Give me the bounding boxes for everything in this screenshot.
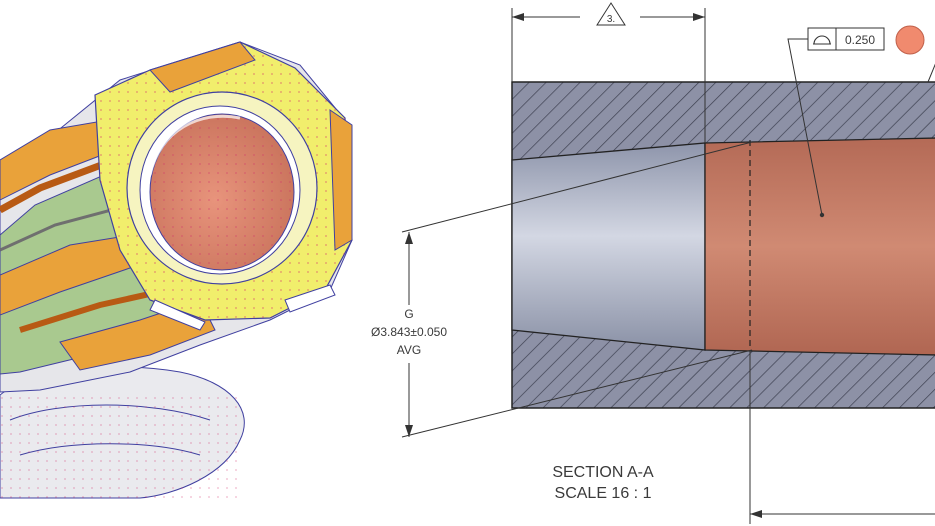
datum-triangle	[596, 2, 626, 26]
section-label: SECTION A-A	[552, 464, 654, 481]
dimension-letter: G	[404, 307, 413, 321]
section-view: 3. 0.250	[511, 2, 935, 524]
dimension-qualifier: AVG	[397, 343, 421, 357]
profile-tolerance-frame: 0.250	[807, 27, 885, 51]
callout-marker	[895, 25, 925, 55]
dimension-value-line: Ø3.843±0.050	[371, 325, 447, 339]
diameter-dimension: G Ø3.843±0.050 AVG	[362, 141, 753, 438]
profile-surface-icon	[813, 35, 831, 45]
profile-tolerance-value: 0.250	[845, 33, 875, 47]
scale-label: SCALE 16 : 1	[555, 485, 652, 502]
tapered-bore	[511, 142, 706, 351]
tolerance-leader	[787, 38, 823, 216]
highlighted-bore	[704, 137, 935, 356]
datum-marker-label: 3.	[607, 14, 615, 25]
dimension-value: 3.843±0.050	[380, 325, 447, 339]
part-3d-view	[0, 41, 353, 499]
diameter-symbol: Ø	[371, 325, 380, 339]
